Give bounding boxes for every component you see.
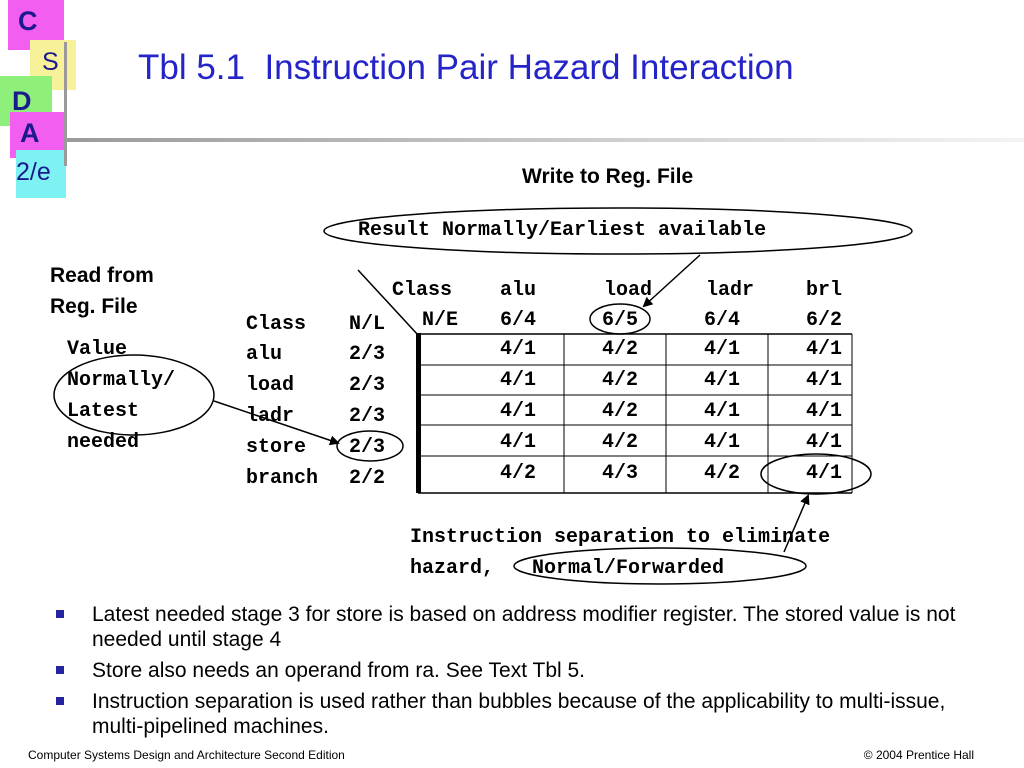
ne-value-load: 6/5 <box>601 309 638 332</box>
table-cell: 4/2 <box>703 462 740 485</box>
table-cell: 4/1 <box>499 369 536 392</box>
store-nl-oval <box>336 430 404 462</box>
value-label-line: Normally/ <box>67 369 176 392</box>
col-header-brl: brl <box>805 279 842 302</box>
row-nl: 2/2 <box>349 467 386 490</box>
instr-sep-label-2b: Normal/Forwarded <box>532 557 725 580</box>
instr-sep-label-1: Instruction separation to eliminate <box>410 526 831 549</box>
normal-forwarded-oval <box>513 547 807 585</box>
table-cell: 4/2 <box>601 369 638 392</box>
table-cell: 4/1 <box>703 431 740 454</box>
table-cell: 4/1 <box>499 338 536 361</box>
ne-value-alu: 6/4 <box>499 309 536 332</box>
logo-letter-s: S <box>42 48 59 76</box>
row-class: store <box>246 436 307 459</box>
title-number: Tbl 5.1 <box>138 48 245 87</box>
logo-letter-c: C <box>18 6 38 36</box>
row-nl: 2/3 <box>349 405 386 428</box>
table-left-bar <box>416 333 421 493</box>
instr-sep-label-2a: hazard, <box>410 557 495 580</box>
table-cell: 4/1 <box>805 431 842 454</box>
row-nl: 2/3 <box>349 374 386 397</box>
slide-title: Tbl 5.1 Instruction Pair Hazard Interact… <box>138 48 794 88</box>
logo-letter-a: A <box>20 118 40 148</box>
table-cell: 4/1 <box>499 431 536 454</box>
ne-label: N/E <box>422 309 459 332</box>
row-nl: 2/3 <box>349 436 386 459</box>
logo-edition: 2/e <box>16 158 51 186</box>
table-cell: 4/1 <box>703 400 740 423</box>
read-from-label-2: Reg. File <box>50 295 138 318</box>
row-class: ladr <box>246 405 295 428</box>
diagonal-header-line <box>357 269 419 336</box>
bullet-list: Latest needed stage 3 for store is based… <box>52 602 992 745</box>
bullet-text: Store also needs an operand from ra. See… <box>92 659 586 682</box>
col-header-class: Class <box>392 279 453 302</box>
table-cell: 4/1 <box>805 338 842 361</box>
table-cell: 4/1 <box>703 369 740 392</box>
bullet-item: Store also needs an operand from ra. See… <box>52 658 992 683</box>
row-class: branch <box>246 467 319 490</box>
table-cell: 4/1 <box>805 369 842 392</box>
table-cell: 4/2 <box>601 400 638 423</box>
read-from-label-1: Read from <box>50 264 154 287</box>
table-cell: 4/3 <box>601 462 638 485</box>
arrow-to-branch-brl <box>783 494 810 553</box>
table-cell: 4/1 <box>805 462 842 485</box>
value-label-line: Value <box>67 338 128 361</box>
row-nl: 2/3 <box>349 343 386 366</box>
table-cell: 4/1 <box>703 338 740 361</box>
bullet-square-icon <box>56 666 64 674</box>
col-header-load: load <box>603 279 652 302</box>
table-cell: 4/2 <box>601 338 638 361</box>
logo-square-cyan <box>16 150 66 198</box>
footer-left: Computer Systems Design and Architecture… <box>28 748 345 762</box>
arrow-to-store-nl <box>213 400 340 446</box>
bullet-text: Instruction separation is used rather th… <box>92 690 946 738</box>
logo-letter-d: D <box>12 86 32 116</box>
col-header-ladr: ladr <box>705 279 754 302</box>
bullet-square-icon <box>56 697 64 705</box>
value-needed-oval <box>53 354 215 436</box>
table-cell: 4/2 <box>601 431 638 454</box>
write-to-reg-label: Write to Reg. File <box>522 165 694 188</box>
branch-brl-oval <box>760 453 872 495</box>
title-underline <box>64 138 1024 142</box>
row-class: alu <box>246 343 283 366</box>
ne-value-ladr: 6/4 <box>703 309 740 332</box>
row-class: load <box>246 374 295 397</box>
table-cell: 4/1 <box>805 400 842 423</box>
row-header-nl: N/L <box>349 313 386 336</box>
logo-vertical-line <box>64 42 67 166</box>
title-text: Instruction Pair Hazard Interaction <box>264 48 794 87</box>
bullet-item: Latest needed stage 3 for store is based… <box>52 602 992 652</box>
row-header-class: Class <box>246 313 307 336</box>
bullet-square-icon <box>56 610 64 618</box>
col-header-alu: alu <box>499 279 536 302</box>
value-label-line: needed <box>67 431 140 454</box>
arrow-to-load-ne <box>642 254 701 308</box>
bullet-item: Instruction separation is used rather th… <box>52 689 992 739</box>
footer-right: © 2004 Prentice Hall <box>863 748 974 762</box>
result-available-oval <box>323 207 913 255</box>
result-available-label: Result Normally/Earliest available <box>358 219 767 242</box>
table-cell: 4/1 <box>499 400 536 423</box>
ne-value-brl: 6/2 <box>805 309 842 332</box>
bullet-text: Latest needed stage 3 for store is based… <box>92 603 956 651</box>
table-cell: 4/2 <box>499 462 536 485</box>
value-label-line: Latest <box>67 400 140 423</box>
